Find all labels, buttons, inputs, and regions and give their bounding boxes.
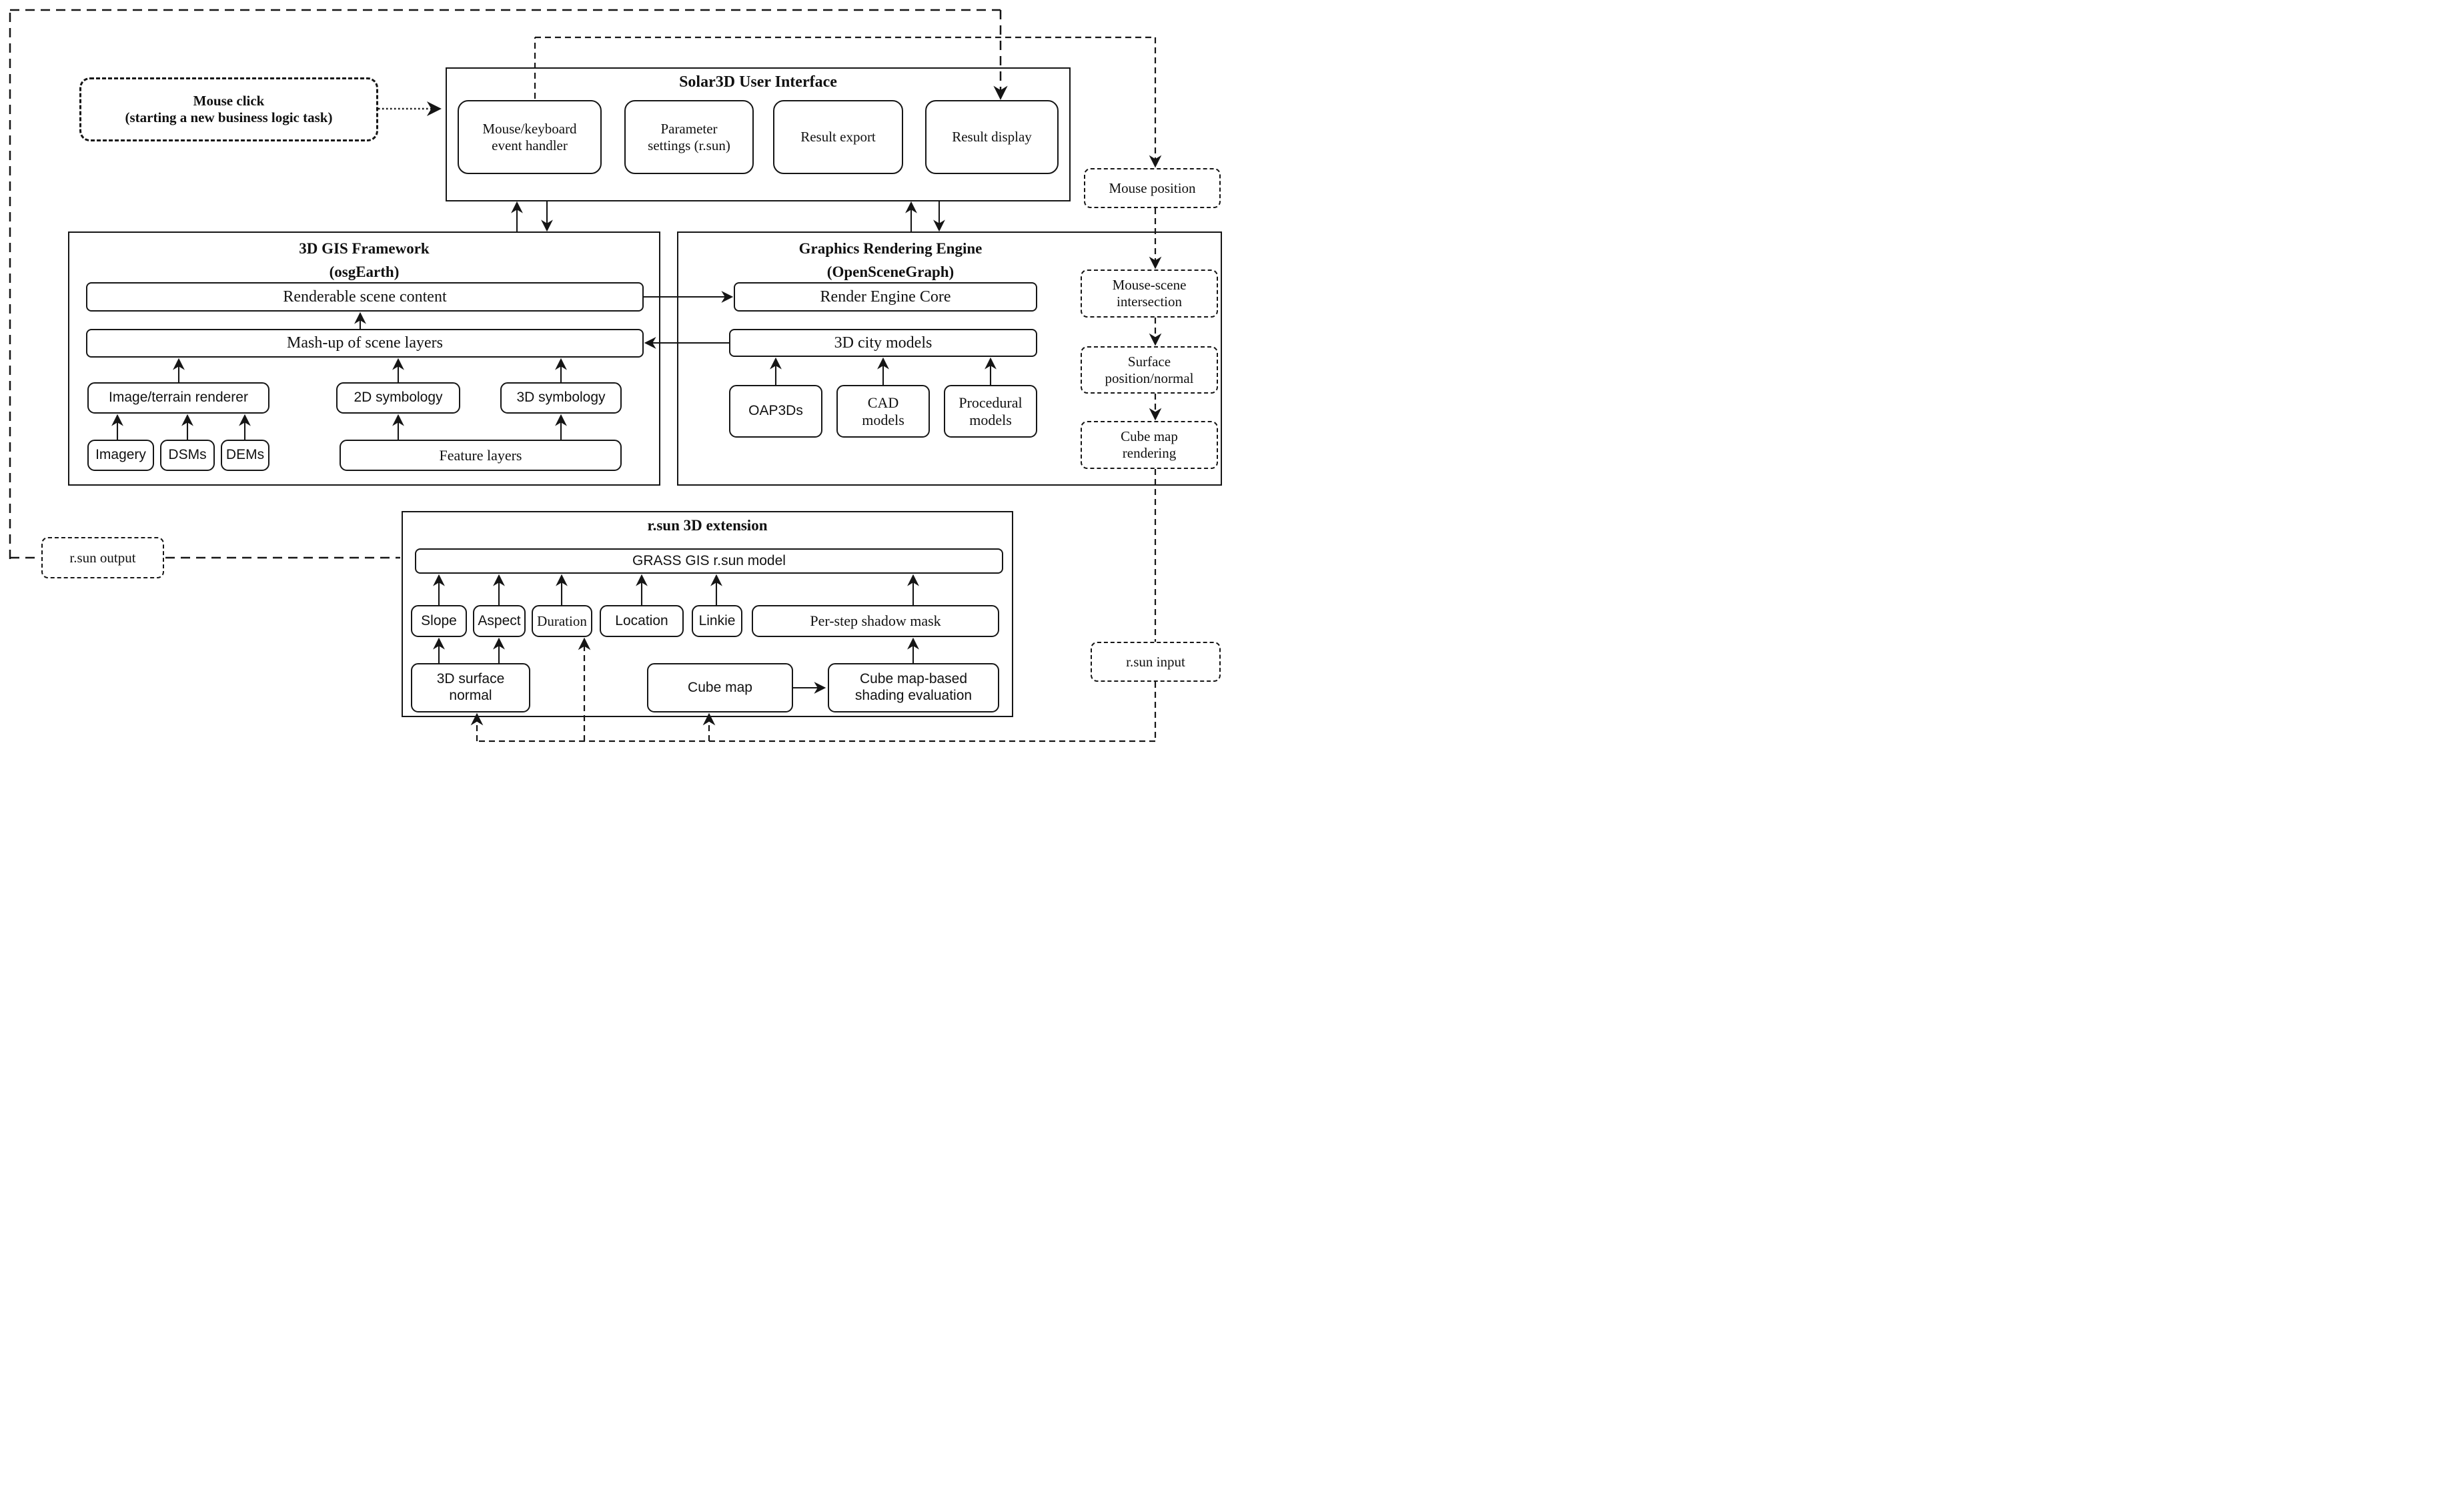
rsun-input-box: r.sun input <box>1091 642 1221 682</box>
image-terrain-label: Image/terrain renderer <box>109 390 248 406</box>
result-export-box: Result export <box>773 100 903 174</box>
symbology-3d-label: 3D symbology <box>516 390 606 406</box>
image-terrain-box: Image/terrain renderer <box>87 382 269 414</box>
surface-position-box: Surface position/normal <box>1081 346 1218 394</box>
oap3ds-label: OAP3Ds <box>748 403 803 419</box>
surface-normal-label: 3D surface normal <box>436 671 505 703</box>
event-handler-label: Mouse/keyboard event handler <box>482 120 577 153</box>
aspect-box: Aspect <box>473 605 526 637</box>
surface-position-label: Surface position/normal <box>1105 353 1194 386</box>
gis-title: 3D GIS Framework (osgEarth) <box>68 237 660 284</box>
connector-layer <box>9 9 1162 742</box>
grass-model-box: GRASS GIS r.sun model <box>415 548 1003 574</box>
duration-box: Duration <box>532 605 592 637</box>
cube-map-label: Cube map <box>688 679 752 695</box>
cube-map-box: Cube map <box>647 663 793 712</box>
render-core-label: Render Engine Core <box>820 288 951 306</box>
ui-title: Solar3D User Interface <box>446 73 1071 91</box>
city-models-box: 3D city models <box>729 329 1037 357</box>
dsms-label: DSMs <box>168 447 207 463</box>
result-display-box: Result display <box>925 100 1059 174</box>
renderable-scene-box: Renderable scene content <box>86 282 644 312</box>
gre-subtitle-label: (OpenSceneGraph) <box>826 263 955 280</box>
location-label: Location <box>615 612 668 628</box>
cad-models-label: CAD models <box>862 394 904 428</box>
mouse-click-label: Mouse click (starting a new business log… <box>125 93 333 125</box>
gre-title-label: Graphics Rendering Engine <box>798 240 983 257</box>
ui-title-label: Solar3D User Interface <box>679 73 837 91</box>
cad-models-box: CAD models <box>836 385 930 438</box>
gre-title: Graphics Rendering Engine (OpenSceneGrap… <box>677 237 1104 284</box>
dems-box: DEMs <box>221 440 269 471</box>
rsun-output-box: r.sun output <box>41 537 164 578</box>
rsun-output-label: r.sun output <box>69 549 136 566</box>
symbology-2d-box: 2D symbology <box>336 382 460 414</box>
result-display-label: Result display <box>952 129 1032 145</box>
dsms-box: DSMs <box>160 440 215 471</box>
symbology-2d-label: 2D symbology <box>354 390 443 406</box>
mouse-scene-label: Mouse-scene intersection <box>1112 277 1187 310</box>
symbology-3d-box: 3D symbology <box>500 382 622 414</box>
cubemap-rendering-label: Cube map rendering <box>1121 428 1178 461</box>
dems-label: DEMs <box>225 447 265 463</box>
rsun-input-label: r.sun input <box>1126 653 1185 670</box>
rsun-title-label: r.sun 3D extension <box>647 517 768 534</box>
solar3d-architecture-diagram: Solar3D User Interface 3D GIS Framework … <box>0 0 1232 748</box>
perstep-shadow-box: Per-step shadow mask <box>752 605 999 637</box>
mouse-position-label: Mouse position <box>1109 179 1196 196</box>
cubemap-rendering-box: Cube map rendering <box>1081 421 1218 469</box>
feature-layers-box: Feature layers <box>340 440 622 471</box>
mashup-layers-box: Mash-up of scene layers <box>86 329 644 358</box>
aspect-label: Aspect <box>478 612 521 628</box>
location-box: Location <box>600 605 684 637</box>
mashup-layers-label: Mash-up of scene layers <box>287 334 443 352</box>
imagery-label: Imagery <box>95 447 146 463</box>
feature-layers-label: Feature layers <box>439 446 522 464</box>
param-settings-label: Parameter settings (r.sun) <box>648 120 730 153</box>
result-export-label: Result export <box>800 129 876 145</box>
gis-subtitle-label: (osgEarth) <box>329 263 400 280</box>
surface-normal-box: 3D surface normal <box>411 663 530 712</box>
render-core-box: Render Engine Core <box>734 282 1037 312</box>
oap3ds-box: OAP3Ds <box>729 385 822 438</box>
mouse-position-box: Mouse position <box>1084 168 1221 208</box>
shading-evaluation-label: Cube map-based shading evaluation <box>854 671 973 703</box>
mouse-scene-box: Mouse-scene intersection <box>1081 270 1218 318</box>
procedural-models-box: Procedural models <box>944 385 1037 438</box>
perstep-shadow-label: Per-step shadow mask <box>810 612 941 630</box>
gis-title-label: 3D GIS Framework <box>299 240 430 257</box>
duration-label: Duration <box>537 612 587 629</box>
slope-box: Slope <box>411 605 467 637</box>
param-settings-box: Parameter settings (r.sun) <box>624 100 754 174</box>
shading-evaluation-box: Cube map-based shading evaluation <box>828 663 999 712</box>
rsun-title: r.sun 3D extension <box>402 517 1013 534</box>
linkie-box: Linkie <box>692 605 742 637</box>
linkie-label: Linkie <box>698 612 736 628</box>
renderable-scene-label: Renderable scene content <box>283 288 447 306</box>
city-models-label: 3D city models <box>834 334 933 352</box>
event-handler-box: Mouse/keyboard event handler <box>458 100 602 174</box>
procedural-models-label: Procedural models <box>959 394 1023 428</box>
imagery-box: Imagery <box>87 440 154 471</box>
mouse-click-box: Mouse click (starting a new business log… <box>79 77 378 141</box>
grass-model-label: GRASS GIS r.sun model <box>632 552 786 568</box>
slope-label: Slope <box>421 612 457 628</box>
